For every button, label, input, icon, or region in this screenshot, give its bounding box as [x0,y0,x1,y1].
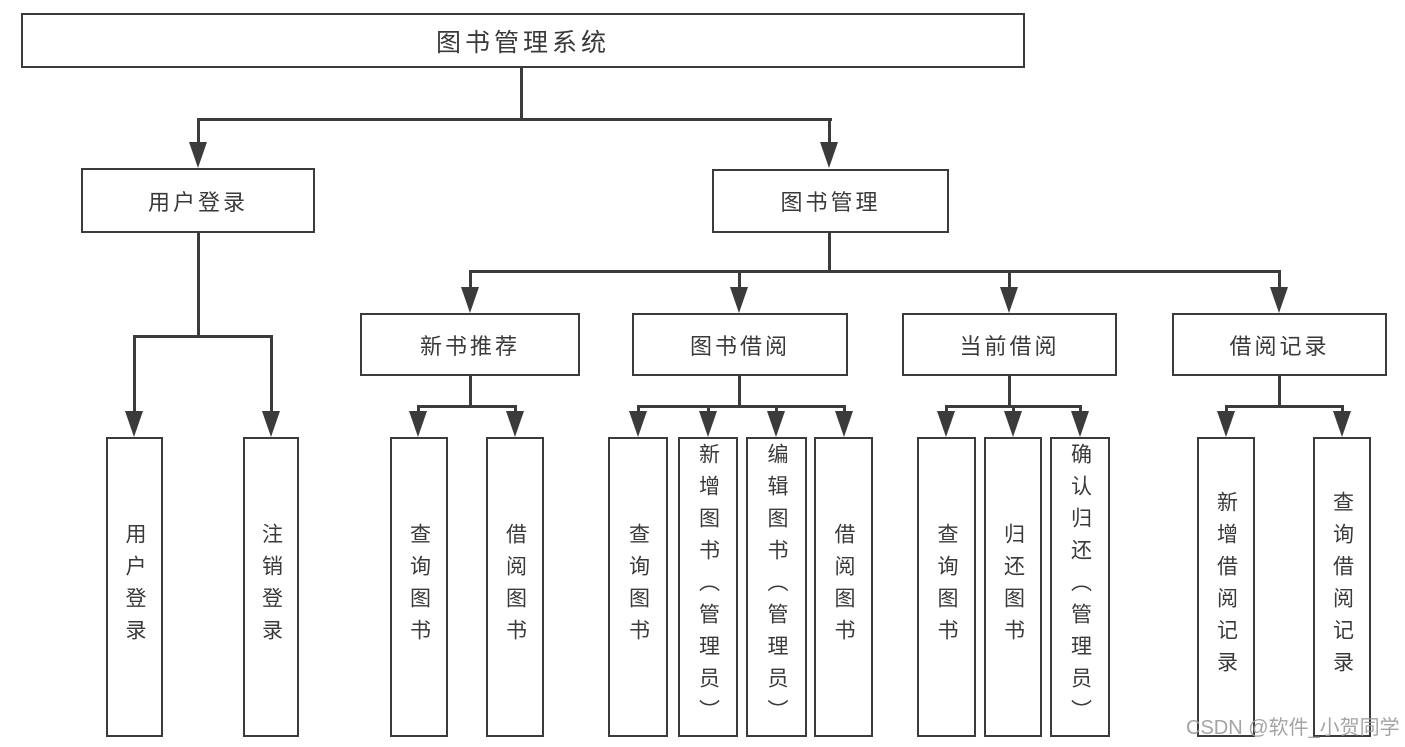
connector-login-horizontal [133,335,272,338]
watermark: CSDN @软件_小贺同学 [1186,717,1400,739]
node-root: 图书管理系统 [21,13,1025,68]
arrowhead-current-leaf3 [1071,411,1089,437]
connector-to-records-leaf2 [1341,405,1344,413]
connector-records-horizontal [1225,405,1343,408]
connector-to-borrow-leaf2 [707,405,710,413]
connector-to-current-leaf2 [1012,405,1015,413]
arrowhead-records [1270,287,1288,313]
node-current-return-books-label: 归还图书 [1001,523,1025,651]
connector-root-down [520,66,523,120]
connector-to-borrow-leaf1 [637,405,640,413]
node-records-add-record-label: 新增借阅记录 [1214,491,1238,683]
connector-management-down [828,233,831,272]
node-login-user-label: 用户登录 [123,523,146,651]
node-recommend-borrow-books: 借阅图书 [486,437,544,737]
node-user-login: 用户登录 [81,168,315,233]
arrowhead-borrow-leaf3 [767,411,785,437]
node-current-borrow-label: 当前借阅 [959,333,1060,359]
arrowhead-records-leaf2 [1333,411,1351,437]
node-current-confirm-return-admin: 确认归还（管理员） [1050,437,1110,737]
node-root-label: 图书管理系统 [435,28,610,57]
node-borrow-query-books-label: 查询图书 [626,523,650,651]
node-new-book-recommend-label: 新书推荐 [419,333,520,359]
connector-current-down [1008,374,1011,407]
node-current-return-books: 归还图书 [984,437,1042,737]
node-current-query-books-label: 查询图书 [935,523,958,651]
node-borrow-records: 借阅记录 [1172,313,1387,376]
connector-root-horizontal [197,118,832,121]
node-new-book-recommend: 新书推荐 [360,313,580,376]
node-current-borrow: 当前借阅 [902,313,1117,376]
arrowhead-recommend-leaf1 [409,411,427,437]
connector-to-login-leaf1 [133,335,136,413]
connector-to-borrow-leaf4 [843,405,846,413]
arrowhead-user-login [189,142,207,168]
connector-to-user-login [197,118,200,144]
node-recommend-query-books: 查询图书 [390,437,448,737]
connector-records-down [1278,374,1281,407]
node-recommend-borrow-books-label: 借阅图书 [503,523,527,651]
connector-to-book-management [828,118,831,144]
connector-login-down [197,233,200,337]
node-recommend-query-books-label: 查询图书 [407,523,431,651]
node-user-login-label: 用户登录 [147,189,248,215]
arrowhead-recommend-leaf2 [506,411,524,437]
arrowhead-borrow-leaf4 [835,411,853,437]
arrowhead-current [1000,287,1018,313]
connector-to-borrow-leaf3 [775,405,778,413]
node-current-confirm-return-admin-label: 确认归还（管理员） [1068,443,1092,731]
node-borrow-borrow-books-label: 借阅图书 [832,523,855,651]
arrowhead-login-leaf1 [125,411,143,437]
connector-to-current-leaf3 [1079,405,1082,413]
node-borrow-borrow-books: 借阅图书 [814,437,873,737]
connector-to-current-leaf1 [945,405,948,413]
node-login-logout: 注销登录 [243,437,299,737]
node-borrow-edit-books-admin: 编辑图书（管理员） [746,437,807,737]
node-login-logout-label: 注销登录 [259,523,283,651]
node-borrow-add-books-admin-label: 新增图书（管理员） [696,443,720,731]
connector-to-recommend-leaf1 [417,405,420,413]
arrowhead-borrow-leaf1 [629,411,647,437]
connector-to-current [1008,270,1011,289]
connector-to-login-leaf2 [270,335,273,413]
node-book-borrow-label: 图书借阅 [689,333,790,359]
arrowhead-borrow [730,287,748,313]
connector-to-records [1278,270,1281,289]
node-login-user: 用户登录 [106,437,163,737]
node-book-borrow: 图书借阅 [632,313,848,376]
node-current-query-books: 查询图书 [917,437,976,737]
arrowhead-borrow-leaf2 [699,411,717,437]
connector-to-recommend-leaf2 [514,405,517,413]
node-borrow-add-books-admin: 新增图书（管理员） [678,437,738,737]
node-borrow-records-label: 借阅记录 [1229,333,1330,359]
connector-to-records-leaf1 [1225,405,1228,413]
arrowhead-records-leaf1 [1217,411,1235,437]
arrowhead-book-management [820,142,838,168]
node-book-management: 图书管理 [712,169,949,233]
connector-recommend-down [469,374,472,407]
arrowhead-login-leaf2 [262,411,280,437]
arrowhead-current-leaf1 [937,411,955,437]
connector-to-recommend [469,270,472,289]
node-records-add-record: 新增借阅记录 [1197,437,1255,737]
connector-borrow-down [738,374,741,407]
node-records-query-record: 查询借阅记录 [1313,437,1371,737]
node-records-query-record-label: 查询借阅记录 [1330,491,1354,683]
connector-to-borrow [738,270,741,289]
node-borrow-query-books: 查询图书 [608,437,668,737]
node-borrow-edit-books-admin-label: 编辑图书（管理员） [765,443,788,731]
connector-recommend-horizontal [417,405,516,408]
node-book-management-label: 图书管理 [780,190,881,215]
connector-management-horizontal [469,270,1281,273]
connector-borrow-horizontal [637,405,845,408]
arrowhead-current-leaf2 [1004,411,1022,437]
arrowhead-recommend [461,287,479,313]
